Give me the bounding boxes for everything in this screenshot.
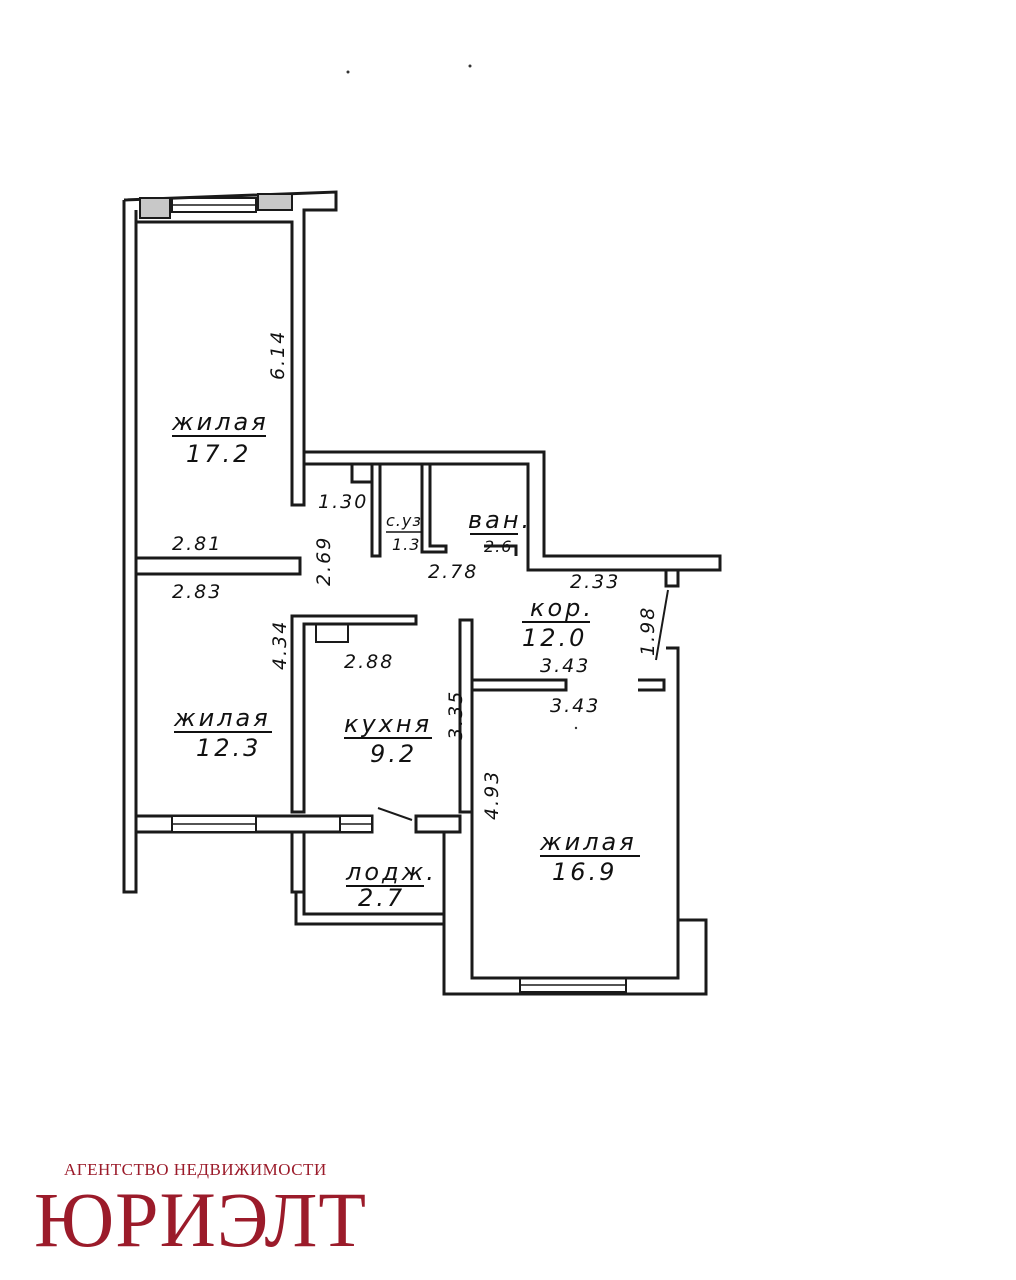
wall-outer-left xyxy=(122,200,138,894)
agency-subtitle: АГЕНТСТВО НЕДВИЖИМОСТИ xyxy=(64,1160,327,1179)
dim-3-43-a: 3.43 xyxy=(540,655,590,677)
agency-logo: АГЕНТСТВО НЕДВИЖИМОСТИ ЮРИЭЛТ xyxy=(34,1160,394,1260)
wall-kitchen-top xyxy=(290,614,418,814)
room-living-top-area: 17.2 xyxy=(186,440,251,468)
room-corridor-name: кор. xyxy=(530,594,594,622)
dim-4-93: 4.93 xyxy=(481,770,503,820)
wall-wc-left xyxy=(370,464,382,558)
wall-hatch-top xyxy=(139,197,171,219)
dim-2-33: 2.33 xyxy=(570,571,620,593)
room-kitchen-area: 9.2 xyxy=(370,740,417,768)
dim-2-81: 2.81 xyxy=(172,533,222,555)
room-living-left-area: 12.3 xyxy=(196,734,261,762)
wall-top xyxy=(123,190,338,507)
room-corridor-area: 12.0 xyxy=(522,624,587,652)
dim-3-43-b: 3.43 xyxy=(550,695,600,717)
room-kitchen-name: кухня xyxy=(344,710,432,738)
dim-2-69: 2.69 xyxy=(313,536,335,586)
walls xyxy=(122,190,722,996)
door-swing-kitchen xyxy=(377,807,413,821)
dim-6-14: 6.14 xyxy=(267,330,289,380)
dim-2-78: 2.78 xyxy=(428,561,478,583)
room-wc-name: с.уз xyxy=(386,511,422,530)
door-swing-corridor xyxy=(655,589,669,661)
room-living-right-area: 16.9 xyxy=(552,858,617,886)
wall-loggia xyxy=(290,832,306,894)
room-bath-area: 2.6 xyxy=(484,537,512,556)
room-living-top-name: жилая xyxy=(171,408,269,436)
dim-1-30: 1.30 xyxy=(318,491,368,513)
dim-1-98: 1.98 xyxy=(637,606,659,656)
room-loggia-area: 2.7 xyxy=(358,884,405,912)
room-loggia-name: лодж. xyxy=(345,858,437,886)
room-labels: жилая 17.2 жилая 12.3 кухня 9.2 с.уз 1.3… xyxy=(171,408,640,912)
room-living-right-name: жилая xyxy=(539,828,637,856)
agency-name: ЮРИЭЛТ xyxy=(34,1176,368,1263)
dim-4-34: 4.34 xyxy=(269,620,291,670)
wall-service-block xyxy=(304,450,722,572)
room-bath-name: ван. xyxy=(468,506,532,534)
wall-wc-right xyxy=(420,464,448,554)
dimension-labels: 6.14 1.30 2.81 2.69 2.83 2.78 2.33 1.98 … xyxy=(172,330,659,820)
room-wc-area: 1.3 xyxy=(392,535,420,554)
dim-2-83: 2.83 xyxy=(172,581,222,603)
wall-divider-left xyxy=(136,556,302,576)
dim-2-88: 2.88 xyxy=(344,651,394,673)
dim-3-35: 3.35 xyxy=(445,690,467,740)
room-living-left-name: жилая xyxy=(173,704,271,732)
